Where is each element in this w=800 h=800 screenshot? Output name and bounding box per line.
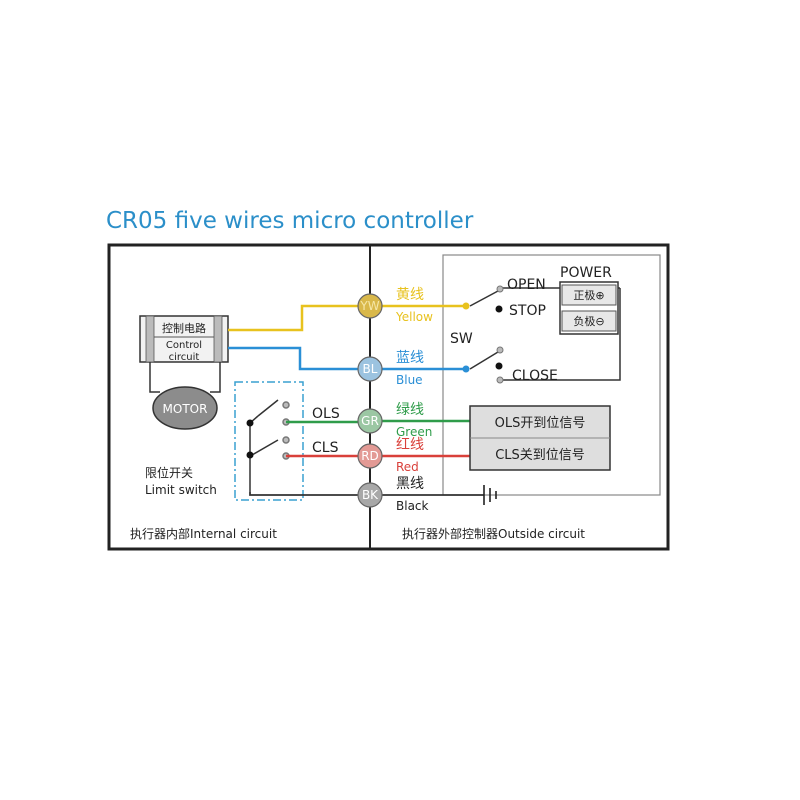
wire-name-en-yw: Yellow (395, 310, 433, 324)
wire-code-rd: RD (361, 449, 379, 463)
wire-code-bl: BL (363, 362, 378, 376)
internal-circuit-label: 执行器内部Internal circuit (130, 526, 277, 541)
limit-switch-node-2 (246, 451, 254, 459)
wire-code-gr: GR (361, 414, 379, 428)
motor: MOTOR (152, 386, 218, 430)
close-return-contact (496, 376, 504, 384)
wire-terminal-yw: YW 黄线 Yellow (357, 286, 433, 324)
control-circuit-en-2: circuit (169, 352, 200, 363)
wire-terminal-rd: RD 红线 Red (357, 437, 424, 474)
outside-circuit-label: 执行器外部控制器Outside circuit (402, 526, 585, 541)
outer-frame (107, 243, 670, 551)
wire-name-en-gr: Green (396, 425, 432, 439)
close-contact (495, 362, 503, 370)
black-wire-internal (249, 492, 360, 496)
wire-terminal-bk: BK 黑线 Black (357, 476, 429, 513)
control-circuit-block: 控制电路 Control circuit (139, 315, 229, 363)
control-circuit-en-1: Control (166, 340, 202, 351)
wire-circle-bl (357, 356, 383, 382)
close-label: CLOSE (512, 368, 558, 384)
diagram-title: CR05 five wires micro controller (106, 208, 474, 234)
cls-label: CLS (312, 440, 339, 456)
wire-name-cn-yw: 黄线 (396, 286, 424, 303)
limit-switch-cn: 限位开关 (145, 465, 193, 480)
wire-name-cn-rd: 红线 (396, 437, 424, 453)
limit-switch-box (234, 381, 304, 501)
open-label: OPEN (507, 277, 546, 293)
stop-contact (495, 305, 503, 313)
yellow-wire-internal (228, 304, 360, 332)
wire-name-en-bl: Blue (396, 373, 423, 387)
negative-terminal (561, 310, 617, 332)
limit-switch-node-1 (246, 419, 254, 427)
stop-label: STOP (509, 303, 546, 319)
control-circuit-cn: 控制电路 (162, 321, 206, 335)
ols-label: OLS (312, 406, 340, 422)
wire-name-en-rd: Red (396, 460, 419, 474)
wire-circle-rd (357, 443, 383, 469)
wire-name-cn-gr: 绿线 (396, 402, 424, 418)
wire-name-cn-bl: 蓝线 (396, 350, 424, 366)
wire-terminal-gr: GR 绿线 Green (357, 402, 432, 439)
ground-icon (483, 485, 497, 505)
cls-signal-label: CLS关到位信号 (495, 448, 585, 463)
wire-circle-gr (357, 408, 383, 434)
power-label: POWER (560, 265, 612, 281)
wire-code-yw: YW (359, 299, 379, 313)
limit-switches (249, 399, 290, 492)
negative-label: 负极⊖ (573, 314, 604, 328)
motor-label: MOTOR (163, 402, 208, 416)
wire-code-bk: BK (362, 488, 379, 502)
close-common-contact (496, 346, 504, 354)
limit-switch-en: Limit switch (145, 483, 217, 497)
wire-name-en-bk: Black (396, 499, 429, 513)
blue-wire-internal (228, 346, 360, 371)
blue-terminal (462, 365, 470, 373)
positive-terminal (561, 284, 617, 306)
open-contact (496, 285, 504, 293)
ols-signal-label: OLS开到位信号 (495, 416, 586, 431)
yellow-terminal (462, 302, 470, 310)
wire-name-cn-bk: 黑线 (396, 476, 424, 492)
sw-label: SW (450, 331, 473, 347)
positive-label: 正极⊕ (573, 288, 604, 302)
wire-circle-yw (357, 293, 383, 319)
wire-terminal-bl: BL 蓝线 Blue (357, 350, 424, 387)
wire-circle-bk (357, 482, 383, 508)
outside-inner-box (442, 254, 661, 496)
